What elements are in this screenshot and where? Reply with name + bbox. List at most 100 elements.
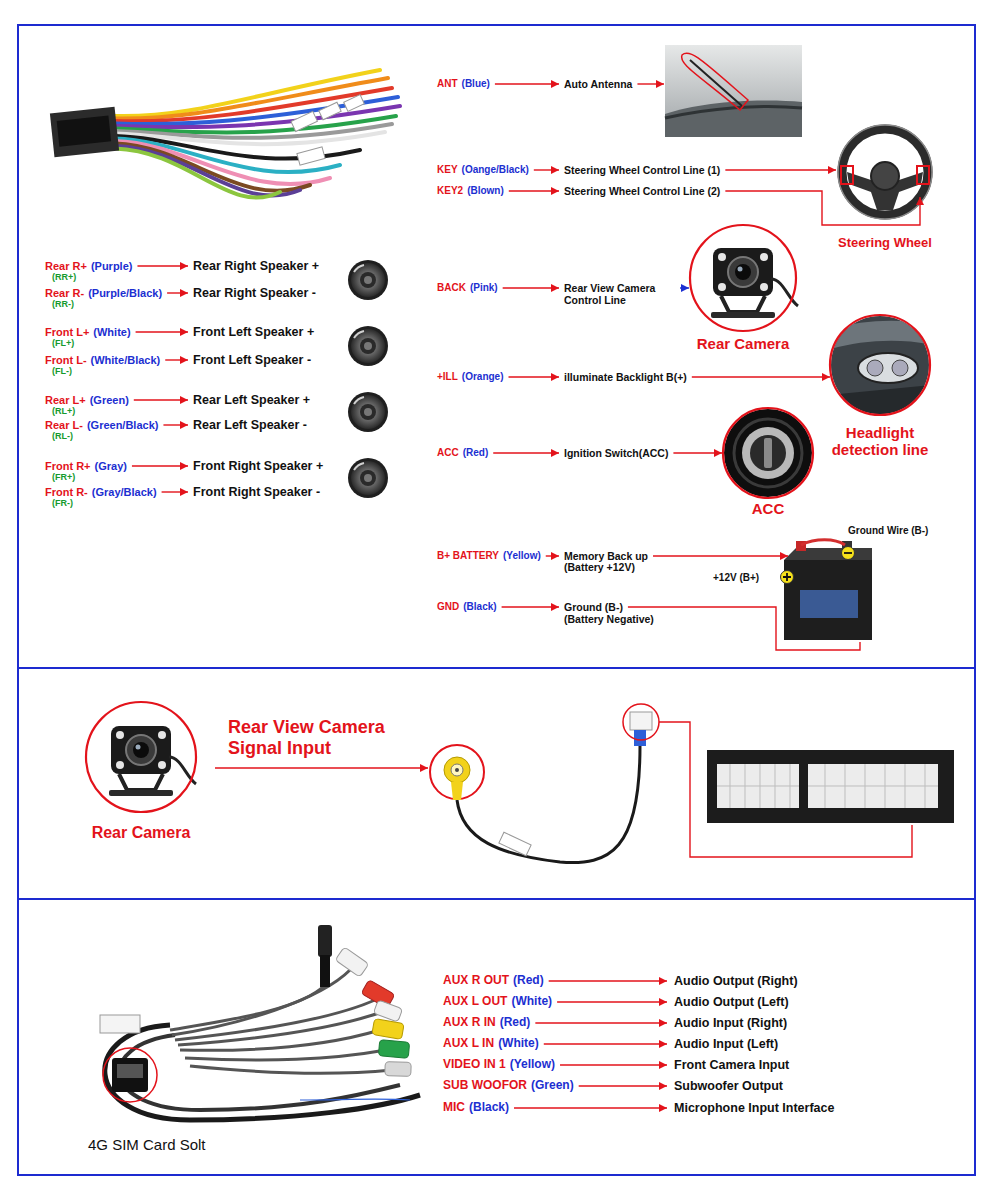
wire-harness — [291, 111, 317, 131]
wire-code: (RR-) — [52, 299, 74, 309]
speaker-icon — [348, 260, 388, 300]
battery-photo — [783, 573, 791, 581]
port-photo — [707, 750, 954, 823]
aux-harness — [318, 925, 332, 957]
leader-arrow — [132, 465, 188, 466]
leader-arrow — [493, 452, 559, 453]
wire-harness — [115, 149, 280, 198]
leader-arrow — [546, 555, 559, 556]
signal-heading: Rear View Camera Signal Input — [228, 717, 428, 758]
steering-wheel-photo — [838, 125, 932, 219]
callout-ring — [690, 225, 796, 331]
aux-harness — [103, 1048, 157, 1102]
wire-harness — [50, 70, 400, 198]
leader-arrow — [162, 491, 188, 492]
ignition-photo — [722, 407, 814, 499]
video-cable — [634, 730, 646, 746]
wire-name: BACK — [437, 282, 466, 294]
wire-color: (Purple) — [91, 260, 133, 273]
wire-name: Front L+ — [45, 326, 89, 339]
function-label: Steering Wheel Control Line (2) — [564, 185, 720, 197]
video-cable — [430, 704, 659, 863]
steering-wheel-photo — [871, 162, 899, 190]
wire-color: (Green) — [90, 394, 129, 407]
battery-photo — [844, 552, 852, 554]
leader-arrow — [725, 169, 836, 170]
wire-color: (Green) — [531, 1079, 574, 1093]
wire-color: (Green/Black) — [87, 419, 159, 432]
wire-name: KEY2 — [437, 185, 463, 197]
wire-color: (Red) — [463, 447, 489, 459]
aux-harness — [185, 1050, 386, 1060]
function-label: Rear View Camera Control Line — [564, 282, 676, 306]
port-photo — [707, 750, 954, 823]
aux-harness — [170, 985, 325, 1030]
video-cable — [444, 757, 470, 783]
photo-callout: Rear Camera — [66, 700, 216, 842]
leader-arrow — [653, 555, 788, 556]
leader-arrow — [535, 1022, 667, 1023]
wire-name: Rear L+ — [45, 394, 86, 407]
wire-name: SUB WOOFOR — [443, 1079, 527, 1093]
function-label: Steering Wheel Control Line (1) — [564, 164, 720, 176]
aux-harness — [372, 1019, 404, 1040]
photo-callout: Rear Camera — [668, 223, 818, 353]
headlight-photo — [828, 313, 932, 417]
aux-harness — [190, 1066, 392, 1073]
callout-ring — [828, 313, 932, 417]
leader-arrow — [163, 424, 188, 425]
wire-name: B+ BATTERY — [437, 550, 499, 562]
callout-caption: Rear Camera — [697, 336, 790, 353]
steering-wheel-photo — [842, 129, 928, 215]
wire-color: (Black) — [463, 601, 496, 613]
function-label: Audio Output (Left) — [674, 995, 789, 1009]
wire-color: (Yellow) — [503, 550, 541, 562]
video-cable — [451, 782, 463, 800]
leader-arrow — [215, 767, 428, 768]
battery-photo — [801, 540, 845, 545]
aux-harness — [300, 1099, 410, 1101]
callout-caption: Steering Wheel — [838, 236, 932, 251]
video-cable — [630, 712, 652, 730]
leader-arrow — [628, 607, 860, 650]
wire-color: (Oange/Black) — [462, 164, 529, 176]
panel-frame — [18, 667, 975, 669]
wire-color: (Blown) — [467, 185, 504, 197]
leader-arrow — [134, 399, 188, 400]
leader-arrow — [673, 452, 722, 453]
part-caption: 4G SIM Card Solt — [88, 1136, 206, 1153]
ignition-photo — [734, 419, 802, 487]
ignition-photo — [722, 407, 814, 499]
wire-code: (FL+) — [52, 338, 74, 348]
function-label: Rear Right Speaker - — [193, 286, 316, 300]
battery-photo — [842, 547, 855, 560]
wire-name: Rear R- — [45, 287, 84, 300]
steering-wheel-photo — [838, 125, 932, 219]
wire-harness — [344, 95, 365, 112]
wire-code: (FR+) — [52, 472, 75, 482]
wire-name: ACC — [437, 447, 459, 459]
camera-photo — [109, 726, 196, 796]
function-label: Front Left Speaker - — [193, 353, 311, 367]
wire-name: GND — [437, 601, 459, 613]
aux-harness — [385, 1062, 411, 1077]
callout-ring — [723, 408, 813, 498]
ignition-photo — [764, 438, 772, 468]
function-label: Audio Output (Right) — [674, 974, 798, 988]
wire-harness — [319, 102, 341, 120]
headlight-photo — [828, 321, 932, 350]
leader-arrow — [167, 292, 188, 293]
function-label: (Battery Negative) — [564, 613, 654, 625]
callout-ring — [835, 122, 935, 222]
function-label: Ground (B-) — [564, 601, 623, 613]
camera-photo — [711, 248, 798, 318]
leader-arrow — [659, 722, 912, 857]
aux-harness — [170, 970, 392, 1073]
wire-code: (RL-) — [52, 431, 73, 441]
wire-name: AUX L OUT — [443, 995, 507, 1009]
antenna-photo — [665, 45, 802, 137]
video-cable — [451, 764, 463, 776]
leader-arrow — [549, 980, 667, 981]
leader-arrow — [534, 169, 559, 170]
